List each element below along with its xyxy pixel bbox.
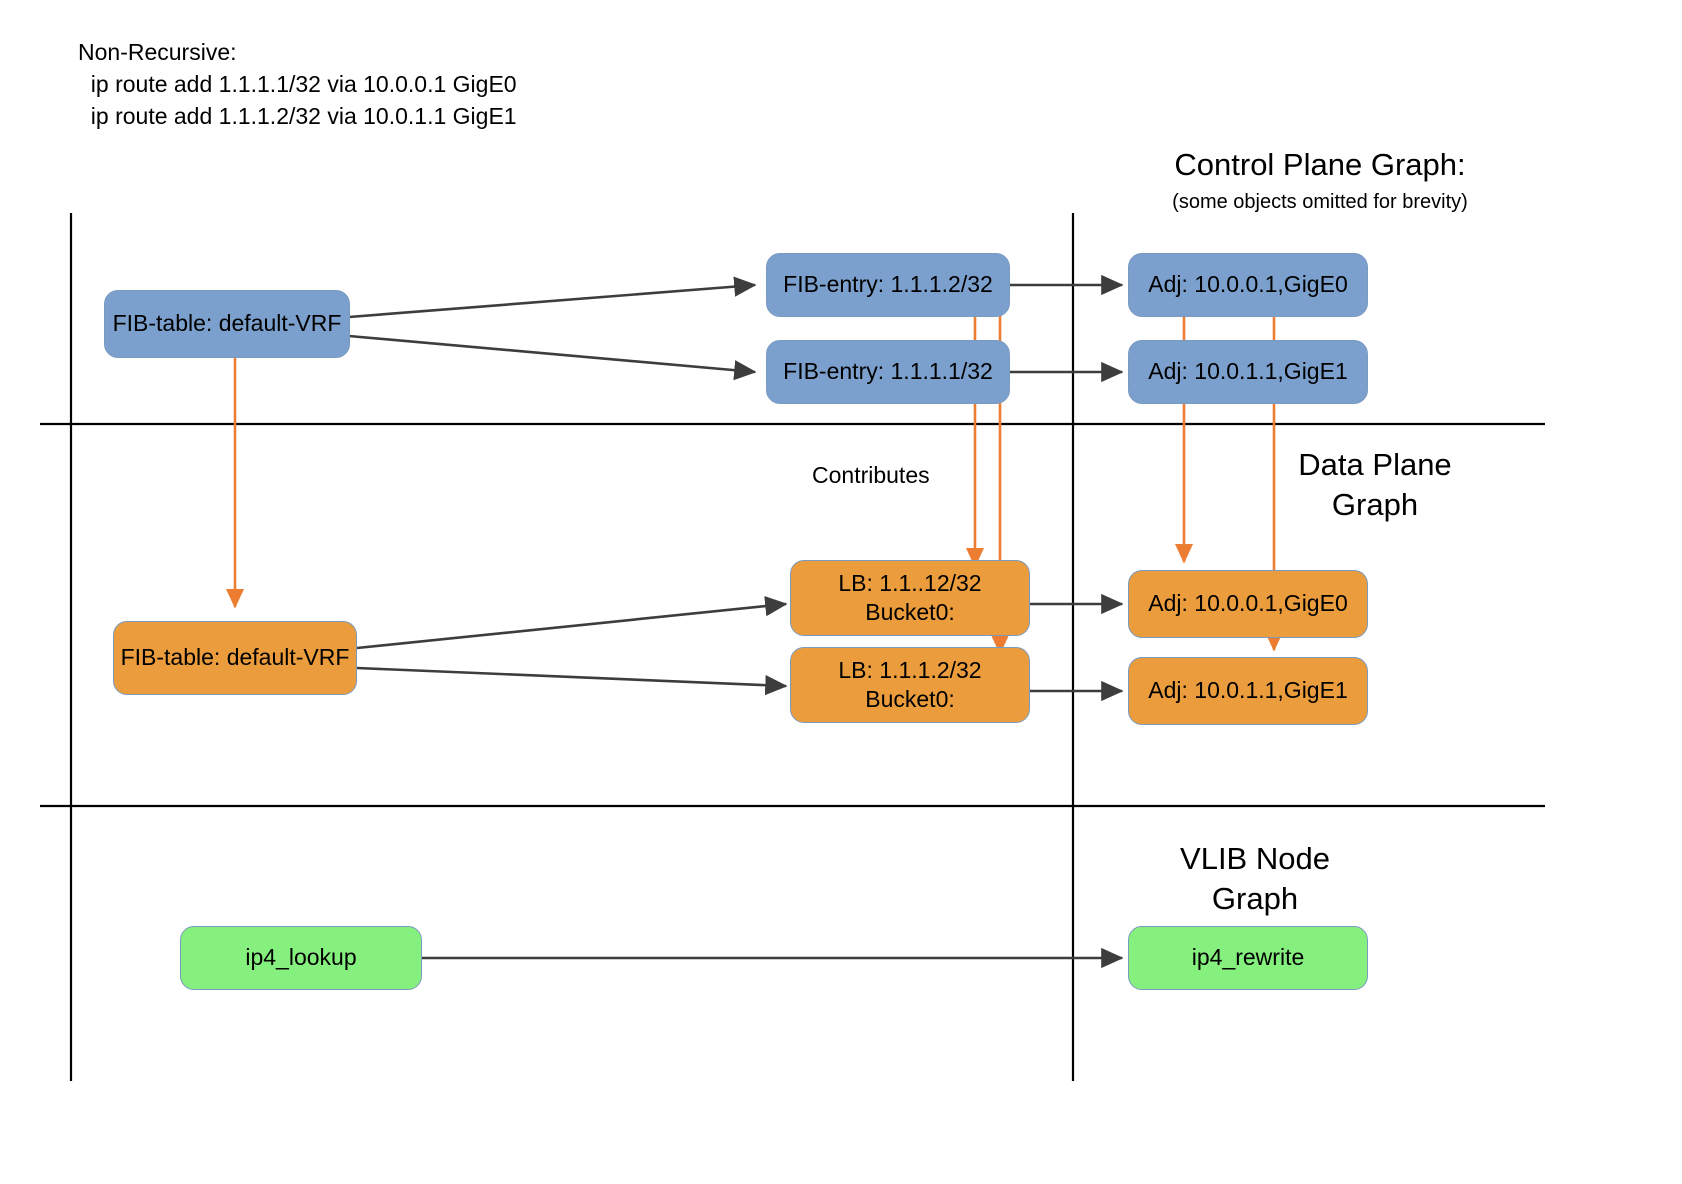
node-label: ip4_lookup xyxy=(245,944,357,971)
node-label: FIB-table: default-VRF xyxy=(120,644,350,671)
route-config-line-1: Non-Recursive: xyxy=(78,39,237,65)
node-label: Adj: 10.0.0.1,GigE0 xyxy=(1148,271,1348,298)
vlib-title-line-1: VLIB Node xyxy=(1180,841,1330,876)
cp-entry-to-adj-connectors xyxy=(1010,274,1124,383)
route-config-line-3: ip route add 1.1.1.2/32 via 10.0.1.1 Gig… xyxy=(78,103,517,129)
node-label-line-2: Bucket0: xyxy=(865,599,955,625)
data-plane-title-line-2: Graph xyxy=(1331,487,1419,522)
node-label: FIB-table: default-VRF xyxy=(112,310,342,337)
node-label: FIB-entry: 1.1.1.2/32 xyxy=(783,271,993,298)
node-cp-fib-entry-1-1-1-2[interactable]: FIB-entry: 1.1.1.2/32 xyxy=(766,253,1010,317)
node-vlib-ip4-lookup[interactable]: ip4_lookup xyxy=(180,926,422,990)
node-label: Adj: 10.0.0.1,GigE0 xyxy=(1148,590,1348,617)
node-vlib-ip4-rewrite[interactable]: ip4_rewrite xyxy=(1128,926,1368,990)
cp-fanout-connectors xyxy=(348,276,757,381)
node-label: Adj: 10.0.1.1,GigE1 xyxy=(1148,358,1348,385)
node-label-line-1: LB: 1.1.1.2/32 xyxy=(838,656,982,683)
data-plane-title-line-1: Data Plane xyxy=(1298,447,1452,482)
contributes-label: Contributes xyxy=(812,462,930,488)
node-cp-adj-10-0-1-1[interactable]: Adj: 10.0.1.1,GigE1 xyxy=(1128,340,1368,404)
node-dp-lb-bottom[interactable]: LB: 1.1.1.2/32 Bucket0: xyxy=(790,647,1030,723)
node-cp-fib-entry-1-1-1-1[interactable]: FIB-entry: 1.1.1.1/32 xyxy=(766,340,1010,404)
node-label: FIB-entry: 1.1.1.1/32 xyxy=(783,358,993,385)
control-plane-subtitle: (some objects omitted for brevity) xyxy=(1172,191,1468,213)
dp-fanout-connectors xyxy=(356,596,788,696)
node-dp-lb-top[interactable]: LB: 1.1..12/32 Bucket0: xyxy=(790,560,1030,636)
contributes-arrows xyxy=(225,300,1284,655)
node-cp-adj-10-0-0-1[interactable]: Adj: 10.0.0.1,GigE0 xyxy=(1128,253,1368,317)
control-plane-title: Control Plane Graph: xyxy=(1174,147,1466,182)
node-dp-adj-10-0-1-1[interactable]: Adj: 10.0.1.1,GigE1 xyxy=(1128,657,1368,725)
node-dp-fib-table[interactable]: FIB-table: default-VRF xyxy=(113,621,357,695)
node-dp-adj-10-0-0-1[interactable]: Adj: 10.0.0.1,GigE0 xyxy=(1128,570,1368,638)
vlib-title-line-2: Graph xyxy=(1211,881,1299,916)
route-config-line-2: ip route add 1.1.1.1/32 via 10.0.0.1 Gig… xyxy=(78,71,517,97)
node-label-line-1: LB: 1.1..12/32 xyxy=(838,569,982,596)
node-label-line-2: Bucket0: xyxy=(865,686,955,712)
node-cp-fib-table[interactable]: FIB-table: default-VRF xyxy=(104,290,350,358)
node-label: Adj: 10.0.1.1,GigE1 xyxy=(1148,677,1348,704)
node-label: ip4_rewrite xyxy=(1191,944,1305,971)
